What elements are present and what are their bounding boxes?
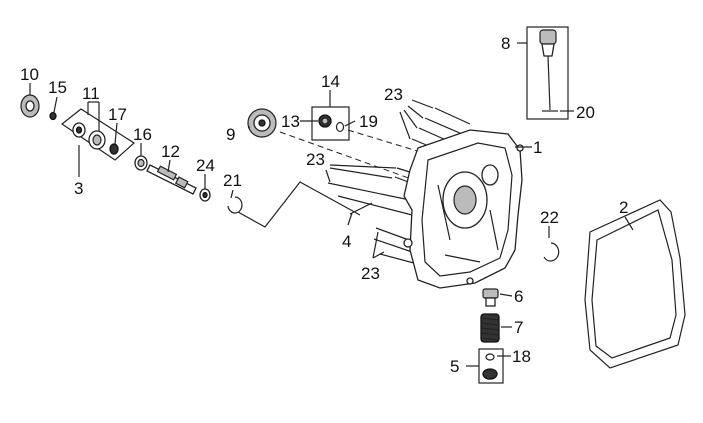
leader-lines <box>29 42 634 367</box>
callout-21: 21 <box>223 171 242 190</box>
part-17-seal <box>109 143 119 155</box>
callout-4: 4 <box>342 232 351 251</box>
part-15-ring <box>49 111 57 121</box>
callout-5: 5 <box>450 357 459 376</box>
part-2-gasket <box>584 199 686 369</box>
callout-7: 7 <box>514 318 523 337</box>
callout-8: 8 <box>501 34 510 53</box>
callout-24: 24 <box>196 156 215 175</box>
shaft-assembly <box>20 94 211 202</box>
callout-23-top: 23 <box>384 85 403 104</box>
gear-assembly <box>247 106 481 201</box>
callout-12: 12 <box>161 142 180 161</box>
callout-2: 2 <box>619 198 628 217</box>
callout-23-bottom: 23 <box>361 264 380 283</box>
callout-15: 15 <box>48 78 67 97</box>
callout-22: 22 <box>540 208 559 227</box>
callout-6: 6 <box>514 287 523 306</box>
part-8-box <box>526 26 569 120</box>
callout-18: 18 <box>512 347 531 366</box>
dipstick-assembly <box>526 26 569 120</box>
part-18-oring <box>485 353 495 361</box>
callout-14: 14 <box>321 72 340 91</box>
callout-10: 10 <box>20 65 39 84</box>
callout-16: 16 <box>133 125 152 144</box>
part-1-crankcase-cover <box>403 129 524 289</box>
part-19-oring <box>335 121 345 133</box>
part-7-spring <box>480 313 500 343</box>
callout-9: 9 <box>226 125 235 144</box>
part-12-shaft <box>146 164 197 195</box>
callout-17: 17 <box>108 105 127 124</box>
part-8-cap <box>539 29 557 45</box>
callout-1: 1 <box>533 138 542 157</box>
part-4-pin <box>349 202 373 215</box>
callout-20: 20 <box>576 103 595 122</box>
callout-13: 13 <box>281 112 300 131</box>
strainer-assembly <box>478 288 504 384</box>
part-6-cap <box>482 288 499 299</box>
part-21-circlip <box>227 196 243 214</box>
callout-labels: 10 15 11 17 3 16 12 24 21 9 13 14 19 23 … <box>20 34 628 376</box>
part-22-circlip <box>543 242 560 262</box>
callout-3: 3 <box>74 179 83 198</box>
callout-11: 11 <box>82 84 100 103</box>
callout-19: 19 <box>359 112 378 131</box>
callout-23-mid: 23 <box>306 150 325 169</box>
